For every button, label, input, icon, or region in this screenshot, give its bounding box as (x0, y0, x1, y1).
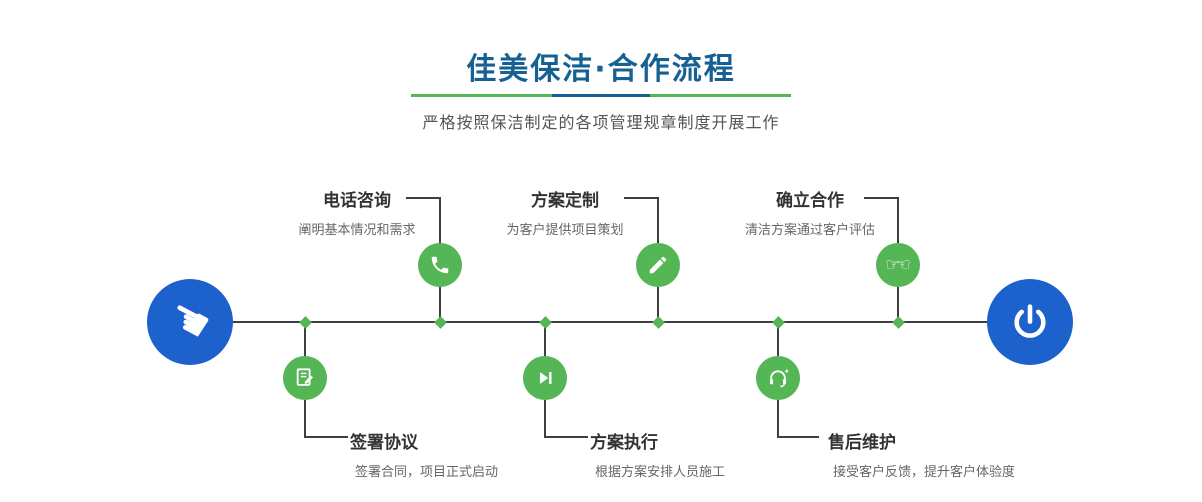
connector-line (777, 436, 819, 438)
underline-segment-green (411, 94, 552, 97)
step-title: 电话咨询 (323, 191, 391, 211)
step-desc: 阐明基本情况和需求 (298, 223, 416, 238)
phone-icon (431, 256, 449, 274)
flow-end-endpoint (987, 279, 1073, 365)
timeline-node-diamond (433, 315, 447, 329)
design-pencil-icon (649, 256, 667, 274)
underline-segment-blue (552, 94, 650, 97)
connector-line (777, 400, 779, 438)
step-marker-aftersales (756, 356, 800, 400)
timeline-node-diamond (891, 315, 905, 329)
step-desc: 为客户提供项目策划 (506, 223, 624, 238)
step-marker-design (636, 243, 680, 287)
step-title: 售后维护 (828, 433, 896, 453)
connector-line (544, 322, 546, 356)
connector-line (897, 287, 899, 322)
timeline-node-diamond (771, 315, 785, 329)
underline-segment-green (650, 94, 791, 97)
step-marker-handshake: ☞☜ (876, 243, 920, 287)
step-plan-customize: 方案定制 为客户提供项目策划 (470, 186, 660, 238)
play-next-icon (539, 372, 552, 384)
step-establish-cooperation: 确立合作 清洁方案通过客户评估 (715, 186, 905, 238)
pointing-hand-icon: ☚ (159, 286, 221, 354)
step-title: 确立合作 (776, 191, 844, 211)
step-desc: 签署合同，项目正式启动 (355, 465, 499, 480)
page-title: 佳美保洁·合作流程 (466, 52, 736, 87)
connector-line (777, 322, 779, 356)
connector-line (439, 287, 441, 322)
connector-line (624, 197, 658, 199)
step-title: 方案定制 (531, 191, 599, 211)
page-subtitle: 严格按照保洁制定的各项管理规章制度开展工作 (422, 113, 780, 132)
step-sign-agreement: 签署协议 签署合同，项目正式启动 (350, 428, 498, 480)
timeline-node-diamond (298, 315, 312, 329)
connector-line (657, 197, 659, 243)
step-plan-execute: 方案执行 根据方案安排人员施工 (590, 428, 725, 480)
connector-line (406, 197, 440, 199)
connector-line (544, 436, 588, 438)
step-desc: 清洁方案通过客户评估 (744, 223, 875, 238)
connector-line (657, 287, 659, 322)
step-title: 方案执行 (590, 433, 658, 453)
handshake-icon: ☞☜ (885, 254, 911, 275)
power-icon (1014, 304, 1046, 338)
flow-start-endpoint: ☚ (147, 279, 233, 365)
step-title: 签署协议 (350, 433, 418, 453)
timeline-node-diamond (538, 315, 552, 329)
connector-line (897, 197, 899, 243)
step-desc: 根据方案安排人员施工 (595, 465, 726, 480)
connector-line (864, 197, 898, 199)
connector-line (439, 197, 441, 243)
title-underline (411, 94, 791, 97)
timeline-line (190, 321, 1032, 323)
step-marker-execute (523, 356, 567, 400)
step-desc: 接受客户反馈，提升客户体验度 (833, 465, 1016, 480)
step-phone-consult: 电话咨询 阐明基本情况和需求 (272, 186, 442, 238)
headset-support-icon (769, 369, 789, 388)
connector-line (304, 436, 348, 438)
connector-line (544, 400, 546, 438)
contract-icon (296, 368, 313, 386)
step-marker-phone (418, 243, 462, 287)
timeline-node-diamond (651, 315, 665, 329)
connector-line (304, 322, 306, 356)
connector-line (304, 400, 306, 438)
step-marker-contract (283, 356, 327, 400)
step-aftersales-maintain: 售后维护 接受客户反馈，提升客户体验度 (828, 428, 1015, 480)
